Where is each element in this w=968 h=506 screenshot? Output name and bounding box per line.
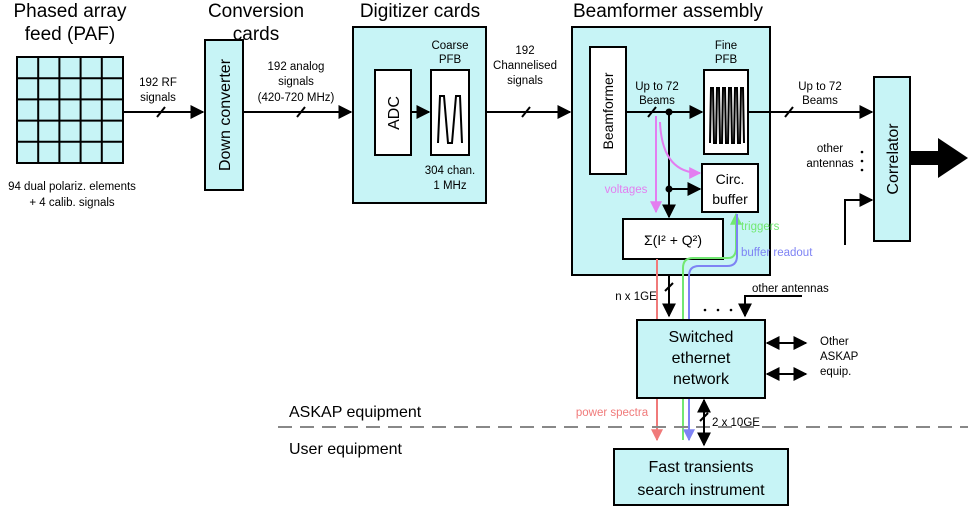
fine-pfb-label-line2: PFB [715,54,738,66]
header-paf-line2: feed (PAF) [25,24,115,45]
adc-block [374,69,412,156]
beams-in-label-line1: Up to 72 [635,81,678,93]
beams-out-label-line2: Beams [802,95,838,107]
header-beamformer: Beamformer assembly [573,1,764,22]
circ-buffer-block [701,163,759,213]
zone-askap-label: ASKAP equipment [289,404,422,421]
zone-user-label: User equipment [289,441,403,458]
buffer-readout-stream [683,214,738,442]
power-sum-block [622,218,724,260]
other-antennas-right-line2: antennas [806,158,854,170]
power-sum-label: Σ(I² + Q²) [644,232,702,248]
circ-buffer-label-line1: Circ. [716,171,745,187]
other-askap-line1: Other [820,336,849,348]
fast-transients-line1: Fast transients [649,459,754,476]
coarse-pfb-icon [437,95,463,144]
fast-transients-line2: search instrument [637,482,765,499]
coarse-caption-line2: 1 MHz [433,180,466,192]
beamformer-block [589,46,627,175]
channelised-label-line1: 192 [515,45,534,57]
correlator-output-arrow [910,138,968,178]
coarse-caption-line1: 304 chan. [425,165,476,177]
switched-network-block [636,319,766,399]
paf-caption-line2: + 4 calib. signals [29,197,115,209]
other-askap-line3: equip. [820,366,851,378]
analog-label-line2: signals [278,76,314,88]
triggers-stream [682,212,742,440]
channelised-label-line3: signals [507,75,543,87]
beams-out-label-line1: Up to 72 [798,81,841,93]
switched-network-line1: Switched [669,329,734,346]
header-paf-line1: Phased array [13,1,127,22]
correlator-block [873,76,911,242]
rf-label-line1: 192 RF [139,77,177,89]
other-antennas-bottom: other antennas [752,283,829,295]
header-digitizer: Digitizer cards [360,1,480,22]
analog-label-line3: (420-720 MHz) [258,92,335,104]
other-antennas-right-line1: other [817,143,843,155]
fine-pfb-label-line1: Fine [715,40,737,52]
voltages-label: voltages [605,184,648,196]
channelised-label-line2: Channelised [493,60,557,72]
adc-label: ADC [386,96,403,130]
down-converter-block [204,39,244,191]
n-x-1ge-label: n x 1GE [615,291,657,303]
power-spectra-label: power spectra [576,407,649,419]
switched-network-line3: network [673,371,730,388]
beams-in-label-line2: Beams [639,95,675,107]
paf-grid [16,56,124,164]
rf-label-line2: signals [140,92,176,104]
analog-label-line1: 192 analog [268,61,325,73]
two-x-10ge-label: 2 x 10GE [712,417,760,429]
switched-network-line2: ethernet [672,350,731,367]
fast-transients-block [613,448,789,506]
paf-caption-line1: 94 dual polariz. elements [8,181,136,193]
other-askap-line2: ASKAP [820,351,859,363]
down-converter-label: Down converter [217,58,234,171]
coarse-pfb-label-line2: PFB [439,54,462,66]
fine-pfb-icon [709,87,745,144]
triggers-label: triggers [741,221,780,233]
buffer-readout-label: buffer readout [741,247,813,259]
correlator-label: Correlator [885,123,902,195]
header-conversion-line1: Conversion [208,1,304,22]
beamformer-label: Beamformer [600,72,616,149]
circ-buffer-label-line2: buffer [712,191,748,207]
header-conversion-line2: cards [233,24,279,45]
coarse-pfb-label-line1: Coarse [431,40,468,52]
